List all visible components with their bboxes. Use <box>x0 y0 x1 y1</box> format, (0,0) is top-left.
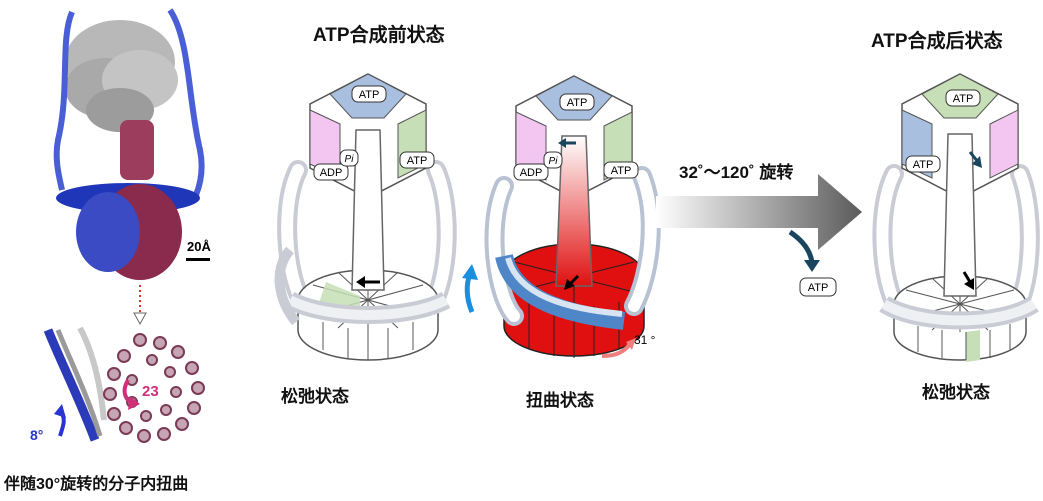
svg-text:ATP: ATP <box>407 155 428 167</box>
angle-31-label: 31 ° <box>634 333 656 347</box>
rotation-angle-label: 32˚～120˚ 旋转 <box>679 163 794 182</box>
rotor-direction-arrow-icon <box>962 271 972 283</box>
angle-8-label: 8° <box>30 427 43 443</box>
svg-text:ATP: ATP <box>611 165 632 177</box>
molecular-structure-panel: 20Å 23 8° <box>30 8 211 443</box>
rotor-direction-arrow-icon <box>568 274 580 286</box>
rotor-helix-bundle <box>43 326 107 442</box>
c-ring-cross-section <box>103 333 205 443</box>
scale-bar-line <box>186 258 210 261</box>
arrowhead-icon <box>128 396 140 410</box>
rotation-31-arrow-icon <box>601 342 632 358</box>
atp-release-arrow-icon <box>788 229 815 263</box>
label-relaxed-state-right: 松弛状态 <box>922 383 990 402</box>
central-stalk <box>120 120 154 180</box>
atp-molecule-badge: ATP <box>399 151 435 169</box>
down-arrowhead-icon <box>133 312 147 326</box>
svg-text:Pi: Pi <box>345 154 355 165</box>
atp-molecule-badge: ATP <box>559 93 595 111</box>
svg-text:ATP: ATP <box>913 159 934 171</box>
atp-synthase-relaxed-before: ATP ATP ADP Pi <box>274 73 457 361</box>
svg-text:ATP: ATP <box>953 93 974 105</box>
atp-molecule-badge: ATP <box>351 85 387 103</box>
membrane-ring-structure <box>56 183 200 280</box>
svg-text:ATP: ATP <box>359 89 380 101</box>
f1-head-structure <box>65 20 178 132</box>
svg-text:ATP: ATP <box>567 97 588 109</box>
pi-molecule-badge: Pi <box>339 149 359 167</box>
label-twisted-state: 扭曲状态 <box>526 391 594 410</box>
atp-synthase-twisted: 31 ° ATP ATP ADP Pi <box>484 75 661 358</box>
caption-intramolecular-twist: 伴随30°旋转的分子内扭曲 <box>4 476 189 493</box>
title-before-synthesis: ATP合成前状态 <box>313 25 445 46</box>
pi-molecule-badge: Pi <box>543 151 563 169</box>
atp-molecule-badge: ATP <box>799 277 837 297</box>
scale-bar-label: 20Å <box>187 239 211 254</box>
title-after-synthesis: ATP合成后状态 <box>871 31 1003 52</box>
svg-text:Pi: Pi <box>549 156 559 167</box>
adp-molecule-badge: ADP <box>513 163 549 181</box>
svg-text:ADP: ADP <box>320 167 343 179</box>
rotation-transition-arrow: ATP <box>656 174 862 297</box>
atp-molecule-badge: ATP <box>945 89 981 107</box>
atp-molecule-badge: ATP <box>603 161 639 179</box>
svg-text:ATP: ATP <box>808 282 829 294</box>
atp-synthase-relaxed-after: ATP ATP <box>872 73 1040 362</box>
adp-molecule-badge: ADP <box>313 163 349 181</box>
atp-molecule-badge: ATP <box>905 155 941 173</box>
rotation-blue-arrow-icon <box>462 264 478 313</box>
svg-text:ADP: ADP <box>520 167 543 179</box>
peripheral-stalk <box>53 8 205 197</box>
angle-23-label: 23 <box>142 383 159 400</box>
label-relaxed-state-left: 松弛状态 <box>281 387 349 406</box>
arrowhead-icon <box>54 404 66 418</box>
